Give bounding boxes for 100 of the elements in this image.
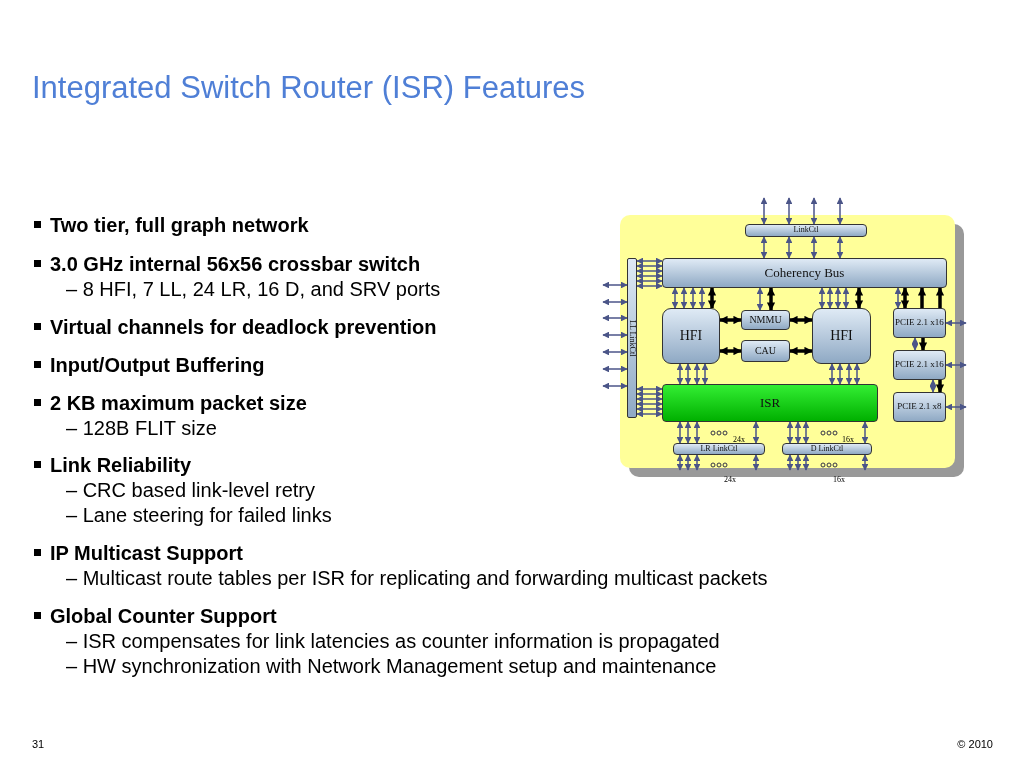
arrow xyxy=(802,421,810,444)
arrow xyxy=(707,287,717,309)
arrow xyxy=(786,454,794,471)
unit-block xyxy=(662,308,720,364)
arrow xyxy=(842,287,850,309)
arrow xyxy=(602,382,628,390)
bullet-text: Global Counter Support xyxy=(50,605,277,628)
port-block xyxy=(893,350,946,380)
arrow xyxy=(602,298,628,306)
arrow xyxy=(636,267,663,275)
sub-bullet-text: – Lane steering for failed links xyxy=(66,504,332,527)
arrow xyxy=(636,277,663,285)
arrow xyxy=(602,314,628,322)
arrow xyxy=(836,236,844,259)
arrow xyxy=(789,346,813,356)
arrow xyxy=(602,365,628,373)
arrow xyxy=(636,272,663,280)
arrow xyxy=(760,236,768,259)
arrow xyxy=(935,380,945,393)
box-label: HFI xyxy=(679,328,703,344)
arrow xyxy=(834,287,842,309)
arrow xyxy=(760,197,768,225)
box-label: HFI xyxy=(830,328,853,344)
arrow xyxy=(911,337,919,351)
arrow xyxy=(684,363,692,385)
bullet-text: Two tier, full graph network xyxy=(50,214,309,237)
arrow xyxy=(636,410,663,418)
bullet-text: 2 KB maximum packet size xyxy=(50,392,307,415)
arrow xyxy=(636,390,663,398)
arrow xyxy=(789,315,813,325)
arrow xyxy=(602,331,628,339)
link-controller-bar xyxy=(627,258,637,418)
slide-title: Integrated Switch Router (ISR) Features xyxy=(32,70,586,106)
unit-block xyxy=(741,310,790,330)
arrow xyxy=(945,403,967,411)
arrow xyxy=(810,236,818,259)
arrow xyxy=(701,363,709,385)
link-controller-bar xyxy=(745,224,867,237)
arrow xyxy=(894,287,902,309)
link-controller-bar xyxy=(782,443,872,455)
arrow xyxy=(836,197,844,225)
arrow xyxy=(689,287,697,309)
arrow xyxy=(719,315,742,325)
bullet-text: 3.0 GHz internal 56x56 crossbar switch xyxy=(50,253,421,276)
arrow xyxy=(636,262,663,270)
arrow xyxy=(636,395,663,403)
switch-bar xyxy=(662,384,878,422)
sub-bullet-text: – HW synchronization with Network Management setup and maintenance xyxy=(66,655,717,678)
sub-bullet-text: – ISR compensates for link latencies as counter information is propagated xyxy=(66,630,720,653)
bullet-text: Virtual channels for deadlock prevention xyxy=(50,316,437,339)
arrow xyxy=(945,319,967,327)
arrow xyxy=(929,379,937,393)
box-label: LinkCtl xyxy=(793,226,819,235)
lane-count: 16x xyxy=(833,475,845,484)
arrow xyxy=(693,421,701,444)
arrow xyxy=(854,287,864,309)
arrow xyxy=(786,421,794,444)
arrow xyxy=(853,363,861,385)
arrow xyxy=(766,287,776,311)
arrow xyxy=(719,346,742,356)
box-label: CAU xyxy=(754,345,777,357)
box-label: D LinkCtl xyxy=(810,444,844,454)
lane-count: 16x xyxy=(842,435,854,444)
arrow xyxy=(861,454,869,471)
arrow xyxy=(845,363,853,385)
arrow xyxy=(818,287,826,309)
arrow xyxy=(935,287,945,308)
bus-bar xyxy=(662,258,947,288)
arrow xyxy=(693,454,701,471)
box-label: Coherency Bus xyxy=(764,266,845,280)
arrow xyxy=(900,287,910,309)
arrow xyxy=(861,421,869,444)
arrow xyxy=(794,421,802,444)
arrow xyxy=(756,287,764,311)
lane-count: 24x xyxy=(733,435,745,444)
arrow xyxy=(836,363,844,385)
arrow xyxy=(676,421,684,444)
port-block xyxy=(893,392,946,422)
arrow xyxy=(676,454,684,471)
arrow xyxy=(917,287,927,308)
arrow xyxy=(785,197,793,225)
arrow xyxy=(636,257,663,265)
unit-block xyxy=(741,340,790,362)
box-label: NMMU xyxy=(749,314,782,326)
unit-block xyxy=(812,308,871,364)
box-label: PCIE 2.1 x16 xyxy=(895,360,944,370)
box-label: LL LinkCtl xyxy=(627,319,637,357)
box-label: ISR xyxy=(759,396,781,410)
arrow xyxy=(636,400,663,408)
arrow xyxy=(828,363,836,385)
sub-bullet-text: – Multicast route tables per ISR for replicating and forwarding multicast packets xyxy=(66,567,768,590)
arrow xyxy=(918,338,928,351)
arrow xyxy=(684,421,692,444)
port-block xyxy=(893,308,946,338)
arrow xyxy=(636,282,663,290)
arrow xyxy=(676,363,684,385)
bullet-text: IP Multicast Support xyxy=(50,542,243,565)
arrow xyxy=(945,361,967,369)
arrow xyxy=(693,363,701,385)
arrow xyxy=(752,421,760,444)
